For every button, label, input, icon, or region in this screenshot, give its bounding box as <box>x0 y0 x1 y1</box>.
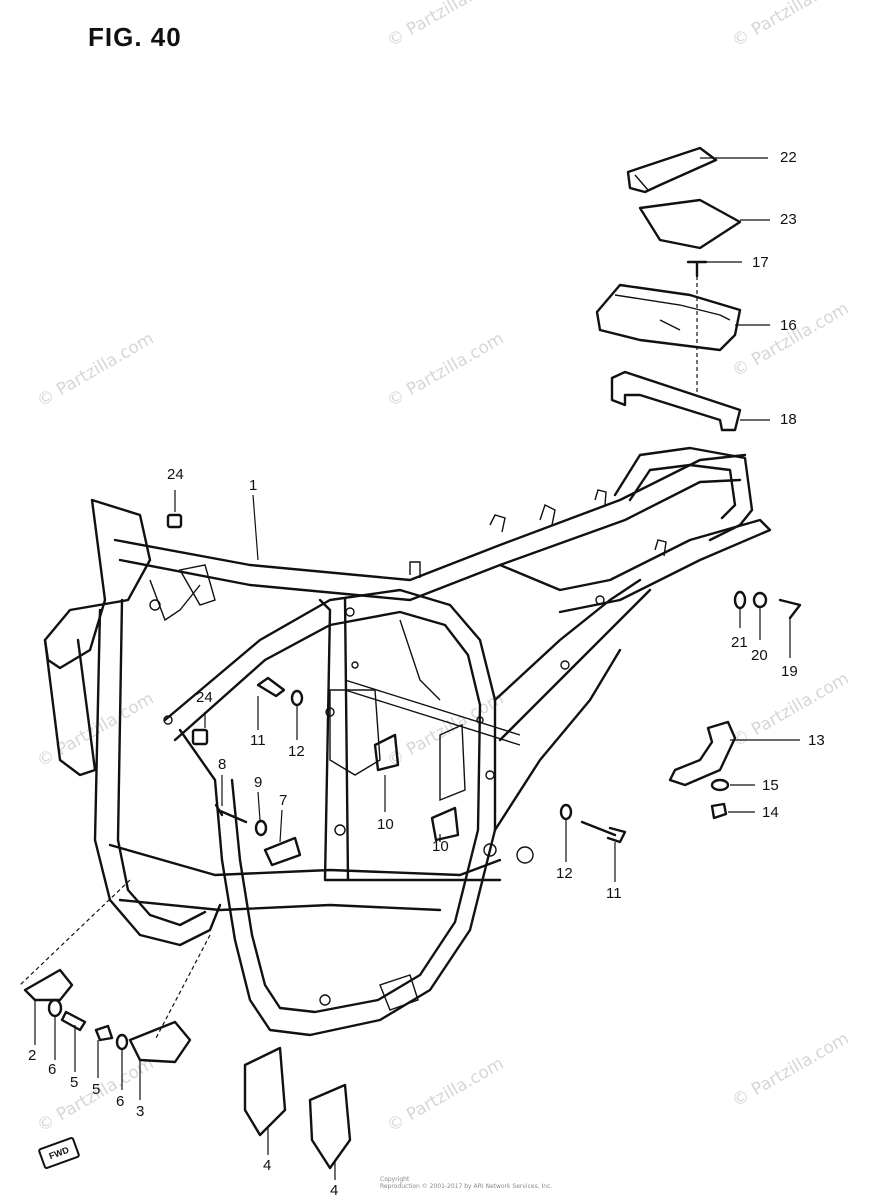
callout-7: 7 <box>279 792 288 809</box>
callout-5-right: 5 <box>92 1081 101 1098</box>
callout-15: 15 <box>762 777 779 794</box>
callout-14: 14 <box>762 804 779 821</box>
small-parts <box>19 513 802 1170</box>
copyright-footer: Copyright Reproduction © 2001-2017 by AR… <box>380 1176 552 1190</box>
callout-4-left: 4 <box>263 1157 272 1174</box>
callout-8: 8 <box>218 756 227 773</box>
callout-13: 13 <box>808 732 825 749</box>
callout-2: 2 <box>28 1047 37 1064</box>
callout-24-top: 24 <box>167 466 184 483</box>
callout-12-left: 12 <box>288 743 305 760</box>
callout-11-right: 11 <box>606 885 622 902</box>
callout-18: 18 <box>780 411 797 428</box>
callout-11-left: 11 <box>250 732 266 749</box>
callout-1: 1 <box>249 477 258 494</box>
footer-line-2: Reproduction © 2001-2017 by ARI Network … <box>380 1183 553 1191</box>
callout-9: 9 <box>254 774 263 791</box>
callout-20: 20 <box>751 647 768 664</box>
callout-4-right: 4 <box>330 1182 339 1199</box>
footer-line-1: Copyright <box>380 1176 410 1183</box>
callout-6-right: 6 <box>116 1093 125 1110</box>
callout-23: 23 <box>780 211 797 228</box>
callout-21: 21 <box>731 634 748 651</box>
callout-22: 22 <box>780 149 797 166</box>
callout-10-left: 10 <box>377 816 394 833</box>
callout-10-right: 10 <box>432 838 449 855</box>
leader-lines <box>34 157 800 1180</box>
callout-16: 16 <box>780 317 797 334</box>
callout-19: 19 <box>781 663 798 680</box>
callout-6-left: 6 <box>48 1061 57 1078</box>
callout-24-mid: 24 <box>196 689 213 706</box>
battery-holder-parts <box>595 146 742 432</box>
figure-title: FIG. 40 <box>88 22 182 52</box>
callout-17: 17 <box>752 254 769 271</box>
callout-12-right: 12 <box>556 865 573 882</box>
callout-5-left: 5 <box>70 1074 79 1091</box>
callout-3: 3 <box>136 1103 145 1120</box>
main-frame <box>43 446 772 1037</box>
